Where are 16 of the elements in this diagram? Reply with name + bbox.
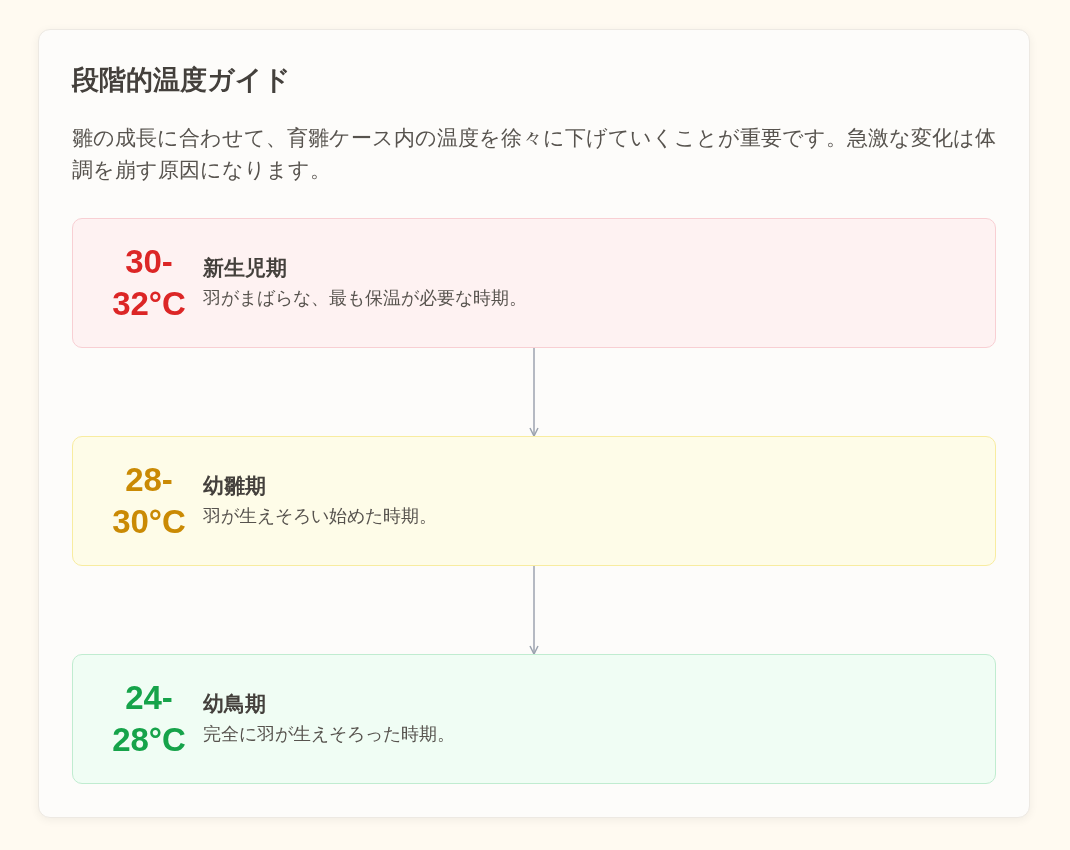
stage-card — [72, 654, 996, 784]
title: 段階的温度ガイド — [72, 64, 292, 97]
temperature-range: 30-32°C — [111, 242, 187, 324]
stage-name: 新生児期 — [203, 255, 288, 281]
arrow — [529, 565, 539, 655]
temperature-range: 24-28°C — [111, 678, 187, 760]
stage-card — [72, 218, 996, 348]
stage-description: 羽が生えそろい始めた時期。 — [203, 504, 437, 528]
stage-card — [72, 436, 996, 566]
temperature-range: 28-30°C — [111, 460, 187, 542]
stage-name: 幼雛期 — [203, 473, 267, 499]
arrow — [529, 347, 539, 437]
stage-description: 完全に羽が生えそろった時期。 — [203, 722, 455, 746]
stage-name: 幼鳥期 — [203, 691, 267, 717]
description-text: 雛の成長に合わせて、育雛ケース内の温度を徐々に下げていくことが重要です。急激な変化は体調を崩す原因になります。 — [72, 125, 996, 184]
stage-description: 羽がまばらな、最も保温が必要な時期。 — [203, 286, 527, 310]
